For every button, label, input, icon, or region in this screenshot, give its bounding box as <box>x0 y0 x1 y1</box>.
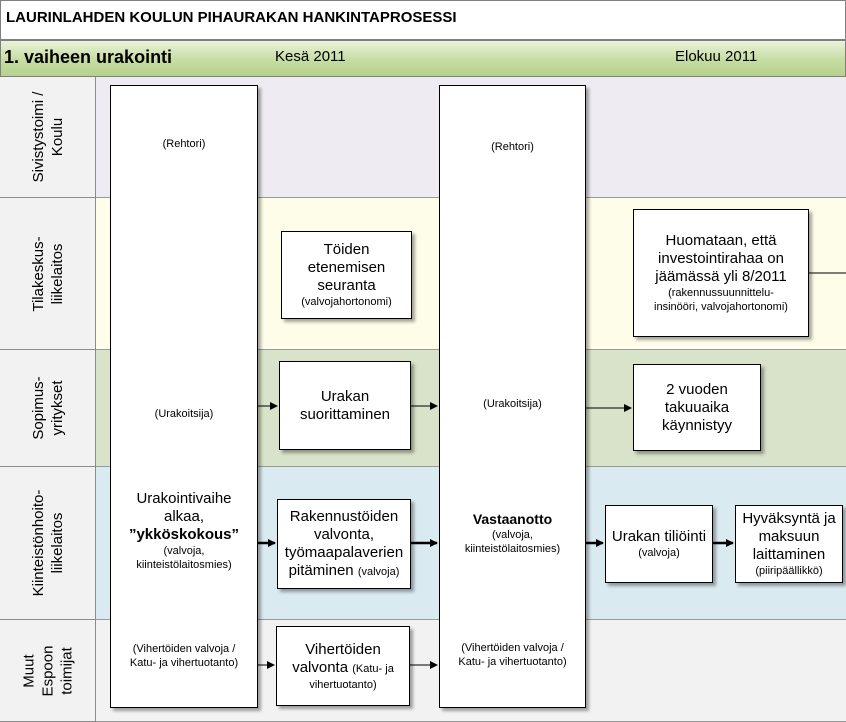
phase-header <box>0 40 846 77</box>
box-line: maksuun <box>758 528 820 545</box>
box-line: Vihertöiden <box>305 640 381 658</box>
box-takuuaika: 2 vuoden takuuaika käynnistyy <box>633 364 761 451</box>
col2-urakoitsija: (Urakoitsija) <box>483 398 542 410</box>
box-line: investointirahaa on <box>658 250 784 267</box>
column-vastaanotto <box>439 85 586 708</box>
phase-date-august: Elokuu 2011 <box>675 48 758 65</box>
col1-muut-text: (Vihertöiden valvoja / Katu- ja vihertuo… <box>110 642 258 670</box>
phase-title: 1. vaiheen urakointi <box>4 47 173 67</box>
lane-label-sivistystoimi: Sivistystoimi / Koulu <box>0 77 96 198</box>
col1-rehtori: (Rehtori) <box>162 138 206 150</box>
box-sub: insinööri, valvojahortonomi) <box>654 301 788 313</box>
col1-main-line: Urakointivaihe <box>136 490 232 507</box>
box-sub: (valvojahortonomi) <box>301 296 392 308</box>
box-line: pitäminen <box>288 561 354 579</box>
box-line: valvonta, <box>313 525 375 543</box>
box-line: Urakan tiliöinti <box>611 528 707 545</box>
col1-muut-line: Katu- ja vihertuotanto) <box>129 657 239 669</box>
box-line: Hyväksyntä ja <box>742 510 836 527</box>
col2-muut-line: Katu- ja vihertuotanto) <box>458 656 567 668</box>
box-hyvaksynta: Hyväksyntä ja maksuun laittaminen (piiri… <box>735 505 843 583</box>
box-sub: (Katu- ja <box>352 662 394 675</box>
box-line: laittaminen <box>752 546 826 563</box>
col2-muut-text: (Vihertöiden valvoja / Katu- ja vihertuo… <box>439 641 586 669</box>
box-urakan-suorittaminen: Urakan suorittaminen <box>279 361 411 450</box>
box-line: valvonta <box>292 658 349 676</box>
col2-muut-line: (Vihertöiden valvoja / <box>461 642 564 654</box>
box-line: jäämässä yli 8/2011 <box>655 268 787 285</box>
title-bar <box>0 0 846 40</box>
diagram-title: LAURINLAHDEN KOULUN PIHAURAKAN HANKINTAP… <box>6 9 457 26</box>
box-sub: (rakennussuunnittelu- <box>668 287 774 299</box>
col1-main-sub: (valvoja, <box>163 545 205 557</box>
box-line: takuuaika <box>664 398 730 416</box>
col1-muut-line: (Vihertöiden valvoja / <box>132 643 236 655</box>
lane-label-muut-toimijat: Muut Espoon toimijat <box>0 620 96 722</box>
col2-main-sub: (valvoja, <box>492 529 533 541</box>
box-line: käynnistyy <box>661 416 733 434</box>
box-urakan-tilointi: Urakan tiliöinti (valvoja) <box>605 505 713 583</box>
box-line: Töiden <box>323 241 370 258</box>
col2-main-bold: Vastaanotto <box>472 511 553 527</box>
box-line: Huomataan, että <box>665 232 777 249</box>
col2-main-sub: kiinteistölaitosmies) <box>464 543 561 555</box>
box-line: työmaapalaverien <box>284 543 404 561</box>
box-vihertoiden-valvonta: Vihertöiden valvonta (Katu- ja vihertuot… <box>276 626 410 706</box>
box-toiden-seuranta: Töiden etenemisen seuranta (valvojahorto… <box>281 231 412 319</box>
box-rakennustoiden-valvonta: Rakennustöiden valvonta, työmaapalaverie… <box>277 499 411 589</box>
box-line: seuranta <box>317 277 376 294</box>
col1-main-line: alkaa, <box>163 508 205 525</box>
col1-main-text: Urakointivaihe alkaa, ”ykköskokous” (val… <box>110 490 258 572</box>
phase-date-summer: Kesä 2011 <box>275 48 346 65</box>
box-sub: (valvoja) <box>357 565 400 578</box>
col2-main-text: Vastaanotto (valvoja, kiinteistölaitosmi… <box>439 510 586 556</box>
box-line: Urakan <box>320 387 370 405</box>
box-huomataan: Huomataan, että investointirahaa on jääm… <box>633 209 809 337</box>
lane-label-kiinteistonhoito: Kiinteistönhoito- liikelaitos <box>0 467 96 620</box>
box-line: Rakennustöiden <box>289 507 399 525</box>
box-line: suorittaminen <box>299 405 391 423</box>
box-sub: vihertuotanto) <box>309 678 377 691</box>
lane-label-tilakeskus: Tilakeskus- liikelaitos <box>0 198 96 350</box>
box-sub: (piiripäällikkö) <box>755 565 823 577</box>
box-sub: (valvoja) <box>638 547 680 559</box>
box-line: 2 vuoden <box>666 380 728 398</box>
col1-main-bold: ”ykköskokous” <box>128 526 240 543</box>
col2-rehtori: (Rehtori) <box>491 141 534 153</box>
lane-label-sopimusyritykset: Sopimus- yritykset <box>0 350 96 467</box>
box-line: etenemisen <box>307 259 386 276</box>
col1-urakoitsija: (Urakoitsija) <box>154 408 214 420</box>
column-urakointivaihe <box>110 85 258 708</box>
col1-main-sub: kiinteistölaitosmies) <box>136 559 232 571</box>
